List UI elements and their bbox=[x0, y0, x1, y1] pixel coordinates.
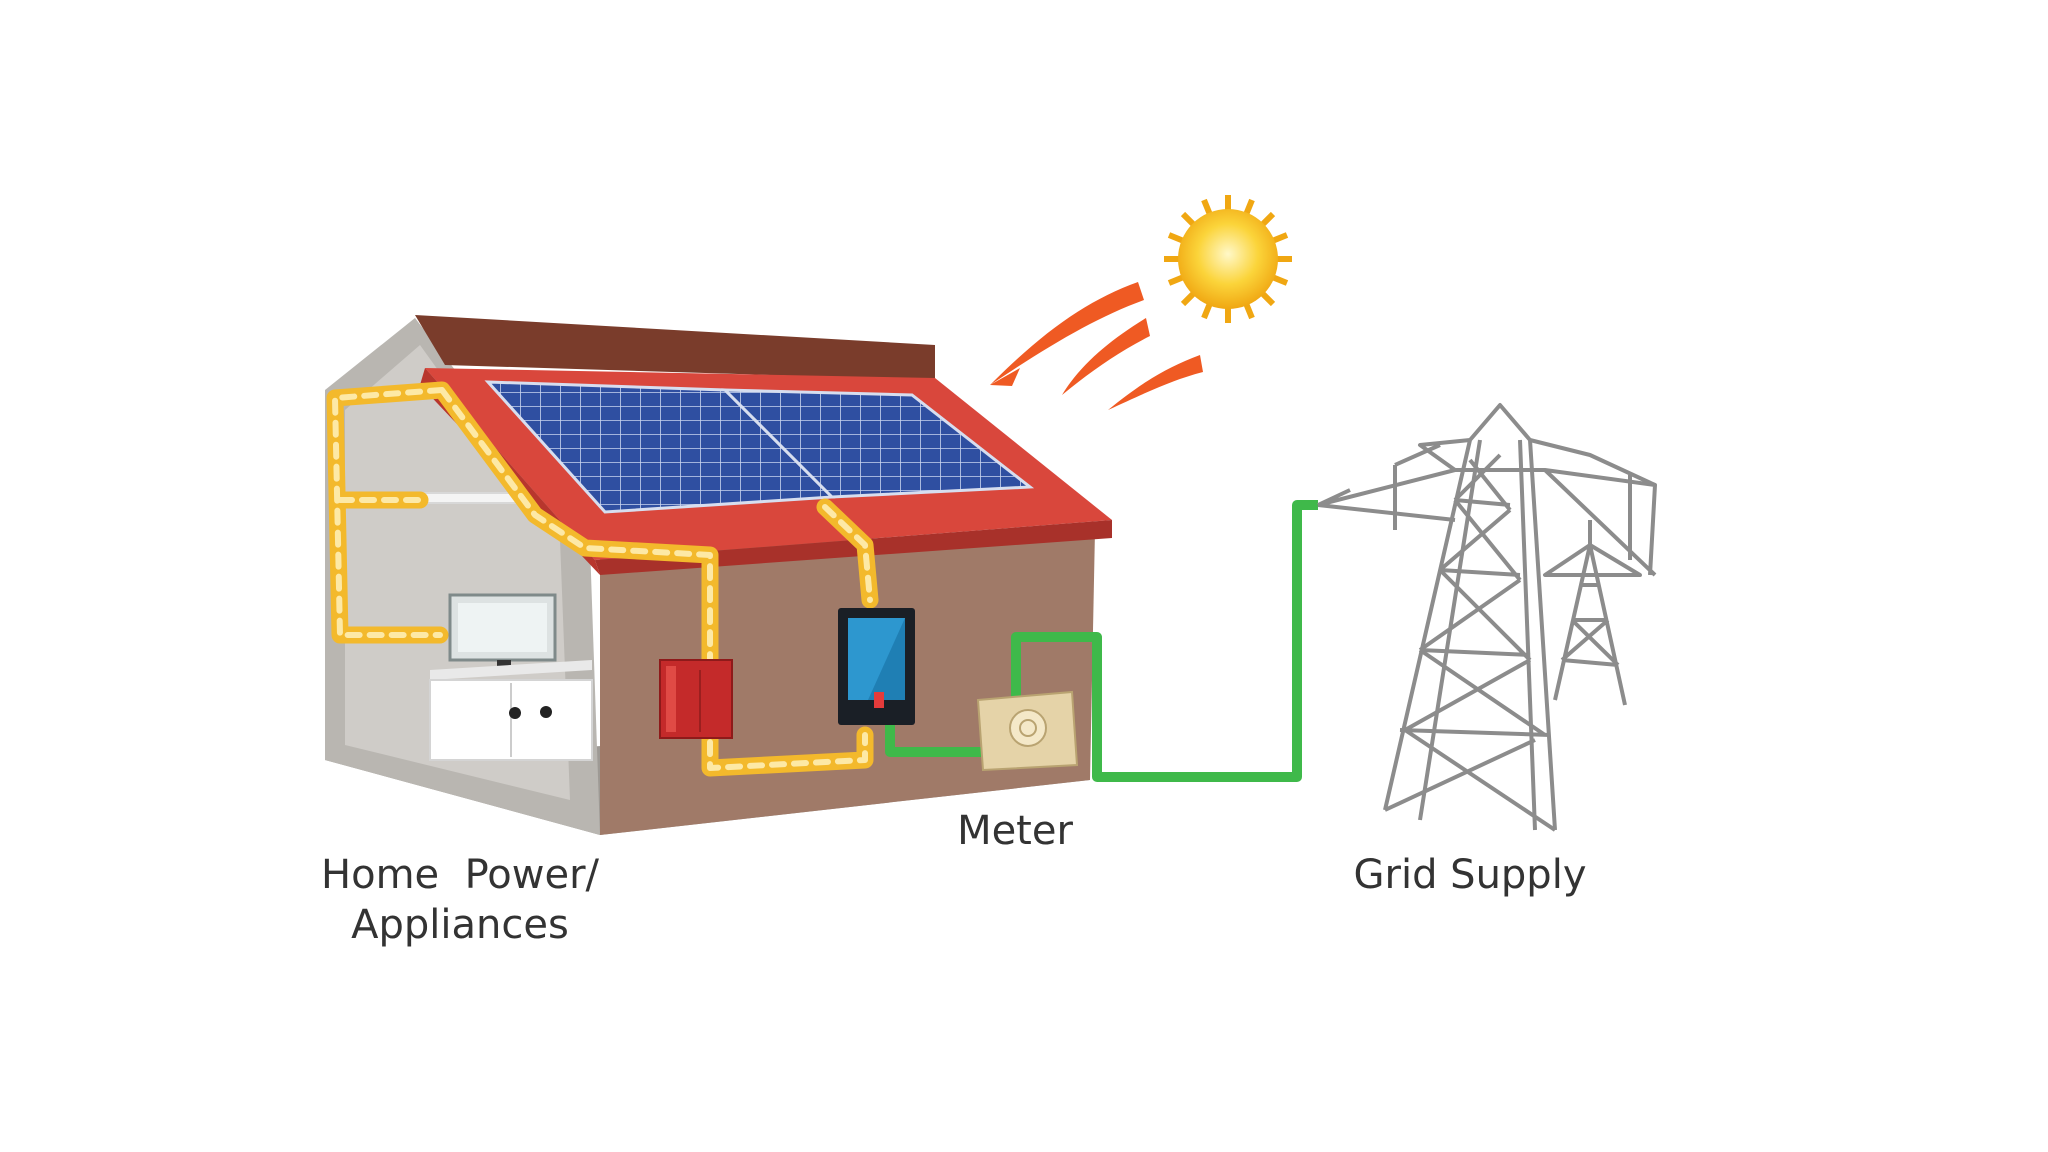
solar-panel-icon bbox=[484, 380, 1035, 514]
sun-icon bbox=[1164, 195, 1292, 323]
home-appliances-label: Home Power/ Appliances bbox=[260, 850, 660, 950]
meter-label: Meter bbox=[957, 808, 1073, 854]
meter-icon bbox=[976, 690, 1079, 772]
cabinet-icon bbox=[429, 660, 593, 761]
transmission-tower-icon bbox=[1317, 403, 1657, 832]
grid-supply-label: Grid Supply bbox=[1353, 852, 1587, 898]
home-label-line2: Appliances bbox=[351, 902, 569, 948]
heat-ray-icon bbox=[990, 282, 1203, 410]
home-label-line1: Home Power/ bbox=[321, 852, 599, 898]
home-wiring bbox=[326, 381, 879, 777]
distribution-box-icon bbox=[659, 659, 733, 739]
inverter-icon bbox=[838, 608, 915, 725]
television-icon bbox=[448, 593, 557, 670]
grid-wiring bbox=[885, 500, 1318, 782]
